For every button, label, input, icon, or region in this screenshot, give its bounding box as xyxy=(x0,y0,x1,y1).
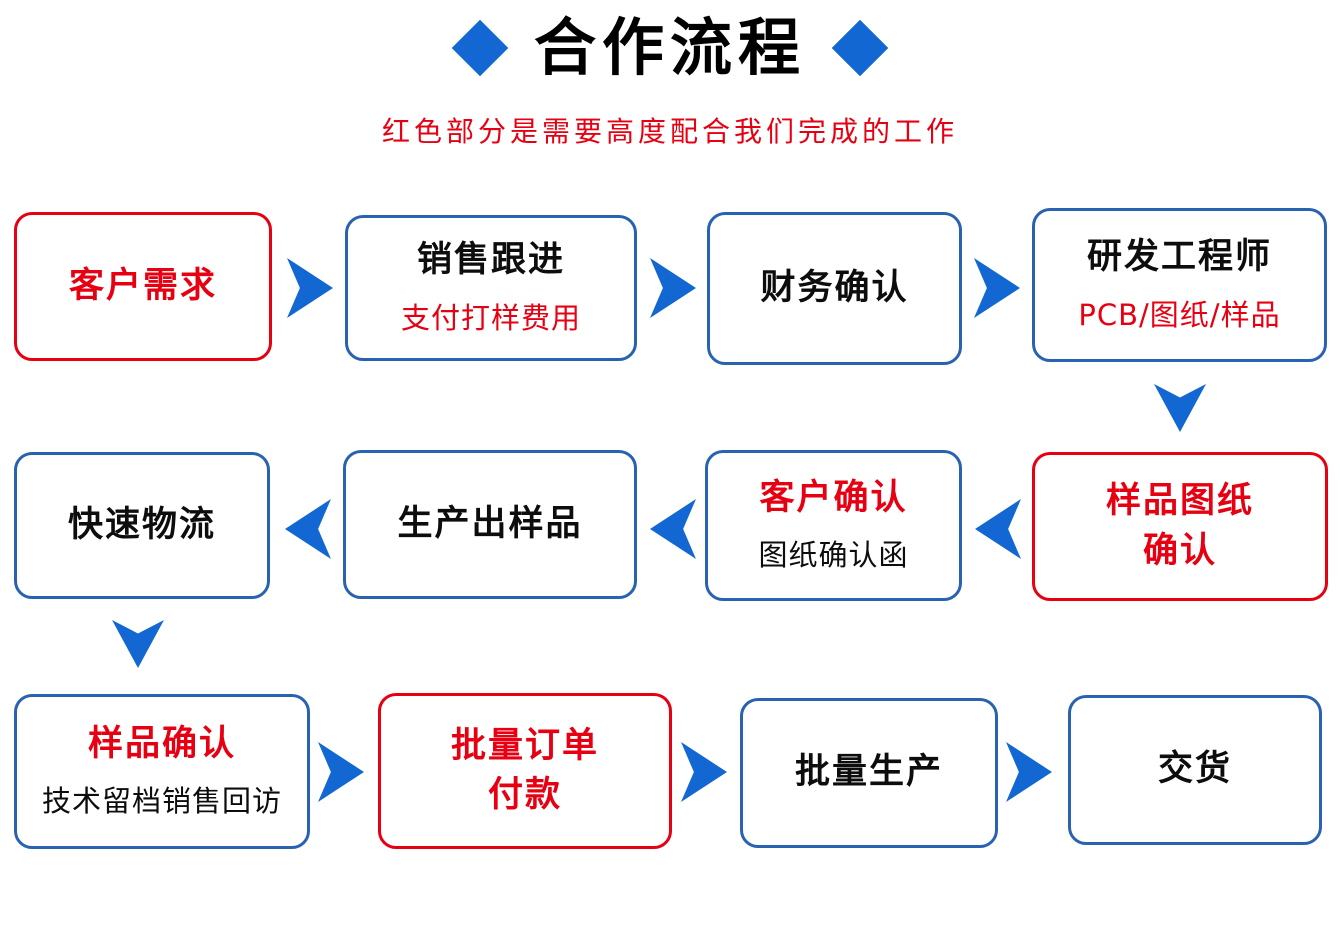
box-main-label-line2: 确认 xyxy=(1142,530,1217,571)
arrow-right-icon xyxy=(974,258,1020,318)
page-title-text: 合作流程 xyxy=(533,11,806,84)
diamond-icon xyxy=(451,19,509,77)
arrow-right-icon xyxy=(318,742,364,802)
arrow-left-icon xyxy=(650,499,696,559)
box-main-label: 批量订单 xyxy=(450,725,599,766)
arrow-right-icon xyxy=(650,258,696,318)
page-title: 合作流程 xyxy=(0,11,1340,84)
flow-box-sample-drawing-confirm: 样品图纸 确认 xyxy=(1032,452,1328,601)
box-main-label: 批量生产 xyxy=(794,752,943,793)
diamond-icon xyxy=(831,19,889,77)
flow-box-delivery: 交货 xyxy=(1068,695,1322,845)
box-main-label: 样品确认 xyxy=(87,723,236,764)
arrow-left-icon xyxy=(975,499,1021,559)
flow-box-rd-engineer: 研发工程师 PCB/图纸/样品 xyxy=(1032,208,1327,362)
box-sub-label: PCB/图纸/样品 xyxy=(1078,297,1281,332)
arrow-down-icon xyxy=(1154,384,1206,432)
box-sub-label: 技术留档销售回访 xyxy=(41,784,282,819)
flow-box-sample-confirm: 样品确认 技术留档销售回访 xyxy=(14,694,310,849)
box-main-label: 研发工程师 xyxy=(1086,237,1272,278)
box-main-label: 快速物流 xyxy=(67,504,216,545)
arrow-left-icon xyxy=(285,499,331,559)
arrow-right-icon xyxy=(1006,742,1052,802)
box-sub-label: 支付打样费用 xyxy=(400,300,581,335)
box-main-label: 客户需求 xyxy=(68,265,217,306)
arrow-right-icon xyxy=(681,742,727,802)
box-main-label: 财务确认 xyxy=(760,267,909,308)
box-main-label-line2: 付款 xyxy=(487,775,562,815)
box-main-label: 样品图纸 xyxy=(1105,481,1254,522)
flow-box-customer-requirement: 客户需求 xyxy=(14,212,272,361)
flow-box-sales-followup: 销售跟进 支付打样费用 xyxy=(345,215,637,361)
arrow-down-icon xyxy=(112,620,164,668)
flow-box-finance-confirm: 财务确认 xyxy=(707,212,962,365)
box-main-label: 生产出样品 xyxy=(397,503,583,544)
flow-box-mass-production: 批量生产 xyxy=(740,698,998,848)
flow-box-produce-sample: 生产出样品 xyxy=(343,450,637,599)
page-subtitle: 红色部分是需要高度配合我们完成的工作 xyxy=(381,115,958,148)
box-main-label: 客户确认 xyxy=(759,477,908,518)
box-main-label: 交货 xyxy=(1157,749,1232,790)
box-main-label: 销售跟进 xyxy=(416,240,565,281)
box-sub-label: 图纸确认函 xyxy=(758,538,909,573)
flow-box-fast-logistics: 快速物流 xyxy=(14,452,270,599)
arrow-right-icon xyxy=(287,258,333,318)
flow-box-bulk-order-payment: 批量订单 付款 xyxy=(378,693,672,849)
flow-box-customer-confirm: 客户确认 图纸确认函 xyxy=(705,450,962,601)
